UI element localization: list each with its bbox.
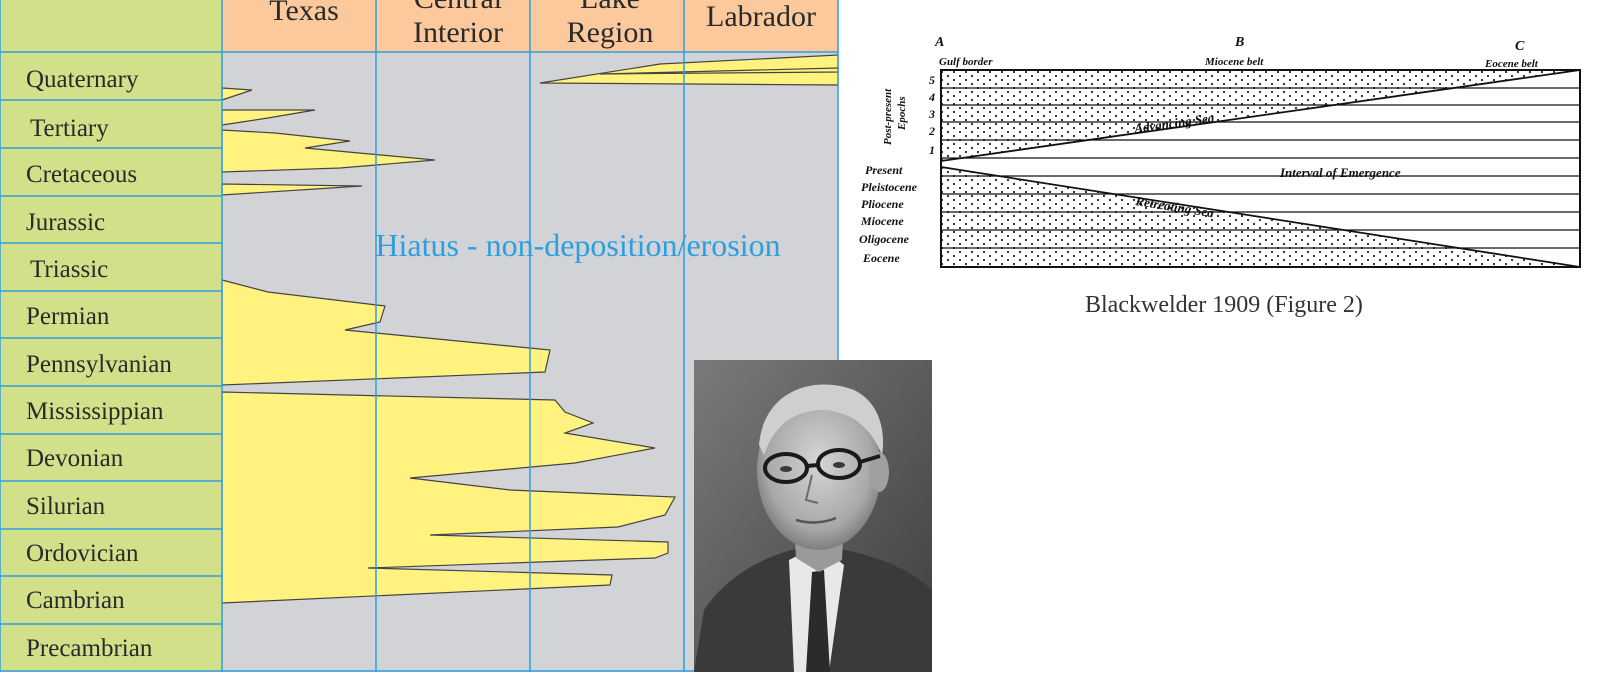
- period-label: Cretaceous: [26, 161, 137, 188]
- point-label: A: [934, 35, 944, 50]
- period-label: Cambrian: [26, 587, 125, 614]
- figure-lines: [940, 69, 1581, 268]
- period-label: Jurassic: [26, 209, 105, 236]
- period-label: Ordovician: [26, 540, 139, 567]
- figure-caption: Blackwelder 1909 (Figure 2): [1085, 292, 1363, 318]
- period-label: Mississippian: [26, 398, 164, 425]
- blackwelder-figure: A B C Gulf border Miocene belt Eocene be…: [859, 35, 1581, 268]
- epoch-name: Pliocene: [861, 197, 904, 211]
- hiatus-label: Hiatus - non-deposition/erosion: [375, 227, 780, 263]
- period-labels: Quaternary Tertiary Cretaceous Jurassic …: [26, 66, 172, 662]
- epoch-name: Eocene: [862, 251, 900, 265]
- belt-label: Gulf border: [939, 56, 993, 68]
- axis-label: Epochs: [896, 96, 908, 131]
- period-label: Triassic: [30, 256, 108, 283]
- region-central-interior-line1: Central: [414, 0, 502, 15]
- period-label: Pennsylvanian: [26, 351, 172, 378]
- period-label: Devonian: [26, 445, 124, 472]
- period-label: Permian: [26, 303, 110, 330]
- belt-label: Eocene belt: [1484, 58, 1539, 70]
- deposits: [221, 54, 839, 604]
- region-headers: Texas Central Interior Lake Region Labra…: [269, 0, 816, 49]
- header-corner: [0, 0, 222, 52]
- period-label: Quaternary: [26, 66, 139, 93]
- epoch-number: 3: [928, 107, 935, 121]
- emergence-label: Interval of Emergence: [1279, 165, 1401, 180]
- point-label: B: [1234, 35, 1244, 50]
- epoch-number: 4: [928, 90, 935, 104]
- period-column: [0, 52, 222, 672]
- epoch-number: 2: [928, 124, 935, 138]
- deposit-cretaceous: [221, 129, 436, 173]
- epoch-name: Oligocene: [859, 232, 910, 246]
- period-label: Silurian: [26, 493, 106, 520]
- axis-label: Post-present: [882, 88, 894, 145]
- belt-label: Miocene belt: [1204, 56, 1264, 68]
- period-label: Tertiary: [30, 115, 109, 142]
- point-label: C: [1515, 39, 1525, 54]
- period-label: Precambrian: [26, 635, 153, 662]
- deposit-permian-pennsylvanian: [221, 279, 551, 386]
- region-texas: Texas: [269, 0, 339, 27]
- epoch-name: Present: [865, 163, 903, 177]
- region-central-interior-line2: Interior: [413, 16, 503, 49]
- epoch-number: 5: [929, 73, 935, 87]
- region-lake-region-line1: Lake: [580, 0, 640, 15]
- epoch-name: Miocene: [860, 214, 904, 228]
- epoch-number: 1: [929, 143, 935, 157]
- region-labrador: Labrador: [706, 0, 816, 33]
- person-portrait-icon: [694, 360, 932, 672]
- region-lake-region-line2: Region: [567, 16, 654, 49]
- epoch-name: Pleistocene: [861, 180, 918, 194]
